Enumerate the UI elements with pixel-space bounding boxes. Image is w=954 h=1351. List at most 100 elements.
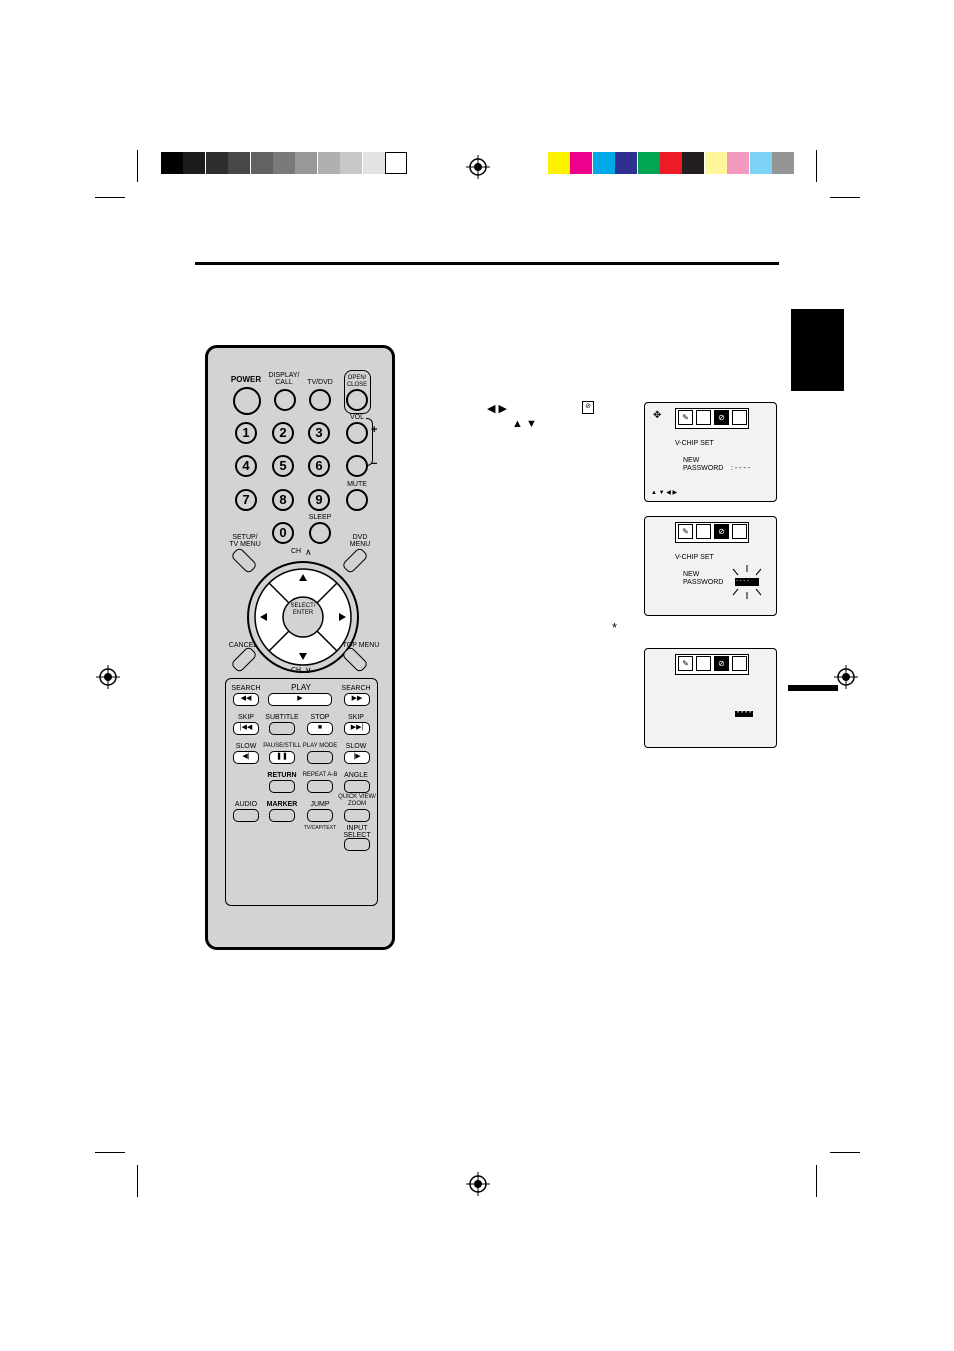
sleep-button[interactable] [309, 522, 331, 544]
pause-label: PAUSE/STILL [263, 743, 301, 749]
sleep-label: SLEEP [308, 514, 332, 521]
quickview-label: QUICK VIEW/ ZOOM [338, 794, 376, 807]
digit-6-button[interactable]: 6 [308, 455, 330, 477]
remote-control: POWER DISPLAY/ CALL TV/DVD OPEN/ CLOSE V… [205, 345, 395, 950]
subtitle-button[interactable] [269, 722, 295, 735]
slow-back-button[interactable]: ◀| [233, 751, 259, 764]
quick-view-zoom-button[interactable] [344, 809, 370, 822]
marker-button[interactable] [269, 809, 295, 822]
menu-tab-bar: ✎ ⊘ [675, 408, 749, 429]
digit-7-button[interactable]: 7 [235, 489, 257, 511]
display-button[interactable] [274, 389, 296, 411]
color-swatch [548, 152, 570, 174]
registration-mark-icon [466, 155, 490, 179]
left-right-arrows: ◀ ▶ [487, 403, 507, 415]
return-button[interactable] [269, 780, 295, 793]
slow-right-label: SLOW [345, 743, 367, 750]
play-mode-button[interactable] [307, 751, 333, 764]
blink-burst-icon [732, 565, 762, 599]
open-close-button[interactable] [346, 389, 368, 411]
down-arrow-button[interactable] [288, 640, 318, 665]
play-button[interactable]: ▶ [268, 693, 332, 706]
tv-dvd-button[interactable] [309, 389, 331, 411]
gray-swatch [362, 152, 385, 174]
audio-label: AUDIO [234, 801, 258, 808]
jump-button[interactable] [307, 809, 333, 822]
chevron-down-icon: ∨ [305, 665, 312, 675]
openclose-label: OPEN/ CLOSE [346, 375, 368, 388]
up-arrow-button[interactable] [288, 570, 318, 595]
play-mode-label: PLAY MODE [302, 743, 338, 749]
slow-forward-button[interactable]: |▶ [344, 751, 370, 764]
cancel-label: CANCEL [228, 642, 258, 649]
password-entry: - - - - [736, 578, 749, 584]
setup-tab-icon [732, 524, 747, 539]
chapter-tab [791, 309, 844, 391]
vol-plus: + [371, 424, 378, 436]
tab-icon-inline: ⊘ [582, 401, 594, 414]
search-back-button[interactable]: ◀◀ [233, 693, 259, 706]
play-label: PLAY [291, 683, 311, 692]
angle-label: ANGLE [344, 772, 368, 779]
vchip-tab-icon: ⊘ [714, 656, 729, 671]
pause-still-button[interactable]: ❚❚ [269, 751, 295, 764]
color-swatch [682, 152, 705, 174]
subtitle-label: SUBTITLE [265, 714, 299, 721]
audio-tab-icon [696, 656, 711, 671]
jump-label: JUMP [310, 801, 330, 808]
osd-screen-3: ✎ ⊘ * * * * [644, 648, 777, 748]
right-arrow-button[interactable] [326, 602, 351, 632]
skip-back-button[interactable]: |◀◀ [233, 722, 259, 735]
top-menu-label: TOP MENU [342, 642, 380, 649]
search-forward-button[interactable]: ▶▶ [344, 693, 370, 706]
password-label: PASSWORD [683, 465, 724, 472]
digit-4-button[interactable]: 4 [235, 455, 257, 477]
digit-9-button[interactable]: 9 [308, 489, 330, 511]
crop-mark [816, 1165, 817, 1197]
gray-swatch [250, 152, 273, 174]
left-arrow-button[interactable] [255, 602, 280, 632]
ch-down-label: CH [290, 667, 302, 674]
repeat-label: REPEAT A-B [302, 772, 338, 778]
input-select-button[interactable] [344, 838, 370, 851]
color-swatch [772, 152, 794, 174]
color-swatch [749, 152, 772, 174]
color-swatch [637, 152, 660, 174]
digit-2-button[interactable]: 2 [272, 422, 294, 444]
menu-tab-bar: ✎ ⊘ [675, 654, 749, 675]
menu-tab-bar: ✎ ⊘ [675, 522, 749, 543]
picture-tab-icon: ✎ [678, 656, 693, 671]
color-swatch [615, 152, 638, 174]
power-button[interactable] [233, 387, 261, 415]
gray-swatch [295, 152, 318, 174]
nav-hint: ▲ ▼ ◀ ▶ [651, 490, 678, 496]
vchip-title: V-CHIP SET [675, 440, 714, 447]
section-bar [788, 685, 838, 691]
digit-8-button[interactable]: 8 [272, 489, 294, 511]
repeat-ab-button[interactable] [307, 780, 333, 793]
angle-button[interactable] [344, 780, 370, 793]
digit-1-button[interactable]: 1 [235, 422, 257, 444]
mute-button[interactable] [346, 489, 368, 511]
vol-down-button[interactable] [346, 455, 368, 477]
picture-tab-icon: ✎ [678, 410, 693, 425]
audio-button[interactable] [233, 809, 259, 822]
crop-mark [830, 197, 860, 198]
vol-up-button[interactable] [346, 422, 368, 444]
gray-swatch [340, 152, 363, 174]
return-label: RETURN [267, 772, 297, 779]
skip-forward-button[interactable]: ▶▶| [344, 722, 370, 735]
skip-right-label: SKIP [348, 714, 364, 721]
digit-5-button[interactable]: 5 [272, 455, 294, 477]
select-enter-button[interactable]: SELECT/ ENTER [290, 603, 316, 616]
color-swatch [592, 152, 615, 174]
gray-swatch [385, 152, 407, 174]
dvd-menu-label: DVD MENU [349, 534, 371, 548]
ch-up-label: CH [290, 548, 302, 555]
digit-3-button[interactable]: 3 [308, 422, 330, 444]
stop-button[interactable]: ■ [307, 722, 333, 735]
skip-left-label: SKIP [238, 714, 254, 721]
color-swatch [704, 152, 727, 174]
digit-0-button[interactable]: 0 [272, 522, 294, 544]
vchip-title: V-CHIP SET [675, 554, 714, 561]
